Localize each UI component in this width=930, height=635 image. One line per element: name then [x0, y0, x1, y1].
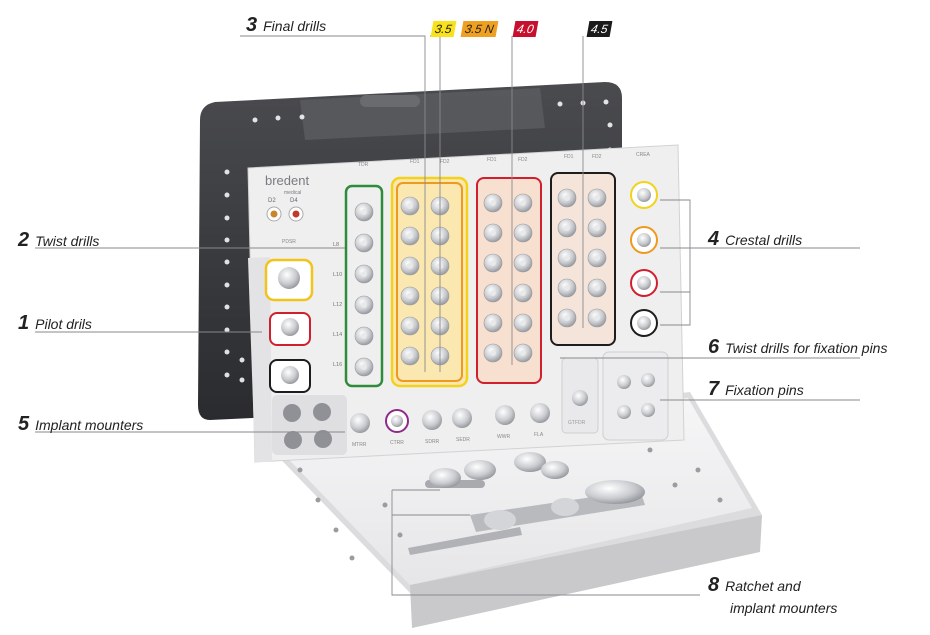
mounter-label-sdrr: SDRR — [425, 439, 440, 445]
drill-bit-twist — [354, 357, 374, 377]
mounter-label-sedr: SEDR — [456, 437, 470, 443]
twist-drill-column — [344, 184, 384, 388]
head-fd2-b: FD2 — [518, 157, 528, 163]
drill-bit-final — [483, 343, 503, 363]
drill-bit-final — [587, 278, 607, 298]
crestal-drill-holders — [630, 181, 658, 337]
mounter-pieces-lower — [429, 452, 579, 530]
drill-bit-final — [513, 343, 533, 363]
mounter-label-fla: FLA — [534, 432, 544, 438]
brand-logo: bredent — [265, 173, 309, 188]
drill-bit-final — [587, 308, 607, 328]
size-tag-3-5: 3.5 — [430, 21, 457, 37]
mounter-labels: MTRR CTRR SDRR SEDR WWR FLA — [352, 432, 544, 448]
drill-bit-final — [400, 196, 420, 216]
head-fd1-c: FD1 — [564, 154, 574, 160]
mounter-label-ctrr: CTRR — [390, 440, 404, 446]
leader-lines — [35, 35, 860, 596]
implant-mounter-row — [272, 395, 550, 455]
pilot-drill-holders: PDSR — [264, 239, 314, 393]
drill-bit-final — [483, 283, 503, 303]
drill-bit-twist — [354, 326, 374, 346]
drill-bit-twist — [354, 295, 374, 315]
drill-bit-final — [400, 316, 420, 336]
pilot-label: PDSR — [282, 239, 296, 245]
drill-bit-final — [587, 188, 607, 208]
drill-bit-final — [400, 346, 420, 366]
drill-bit-final — [513, 253, 533, 273]
fix-label: GTFDR — [568, 420, 586, 426]
drill-bit-twist — [354, 233, 374, 253]
drill-bits — [354, 188, 607, 377]
mounter-label-mtrr: MTRR — [352, 442, 367, 448]
drill-bit-final — [483, 253, 503, 273]
drill-bit-final — [587, 218, 607, 238]
drill-bit-final — [400, 226, 420, 246]
drill-bit-final — [513, 223, 533, 243]
drill-bit-twist — [354, 202, 374, 222]
drill-bit-final — [400, 256, 420, 276]
drill-bit-final — [513, 283, 533, 303]
twist-row-label: L10 — [333, 272, 342, 278]
fixation-pin-area: GTFDR — [561, 351, 669, 441]
head-fd1-a: FD1 — [410, 159, 420, 165]
head-tdr: TDR — [358, 162, 369, 168]
size-tag-4-5: 4.5 — [586, 21, 613, 37]
mark-d2: D2 — [268, 198, 276, 204]
drill-bit-final — [557, 308, 577, 328]
twist-row-label: L8 — [333, 242, 339, 248]
head-fd2-a: FD2 — [440, 159, 450, 165]
head-fd1-b: FD1 — [487, 157, 497, 163]
mark-d4: D4 — [290, 198, 298, 204]
head-crea: CREA — [636, 152, 651, 158]
drill-bit-final — [513, 193, 533, 213]
size-tag-4-0: 4.0 — [512, 21, 539, 37]
drill-bit-final — [557, 248, 577, 268]
size-tag-3-5n: 3.5 N — [460, 21, 499, 37]
mounter-label-wwr: WWR — [497, 434, 510, 440]
drill-bit-final — [557, 278, 577, 298]
twist-row-label: L12 — [333, 302, 342, 308]
small-depth-markers: D2 D4 — [266, 198, 304, 222]
drill-bit-final — [513, 313, 533, 333]
drill-bit-final — [483, 313, 503, 333]
drill-bit-final — [587, 248, 607, 268]
drill-bit-final — [400, 286, 420, 306]
drill-bit-final — [483, 193, 503, 213]
drill-bit-final — [557, 218, 577, 238]
drill-bit-final — [557, 188, 577, 208]
brand-sub: medical — [284, 190, 301, 196]
drill-bit-twist — [354, 264, 374, 284]
head-fd2-c: FD2 — [592, 154, 602, 160]
column-head-labels: TDR FD1 FD2 FD1 FD2 FD1 FD2 CREA — [358, 152, 651, 168]
drill-bit-final — [483, 223, 503, 243]
twist-row-label: L14 — [333, 332, 342, 338]
twist-row-label: L16 — [333, 362, 342, 368]
callout-ratchet-line2: implant mounters — [730, 600, 838, 616]
